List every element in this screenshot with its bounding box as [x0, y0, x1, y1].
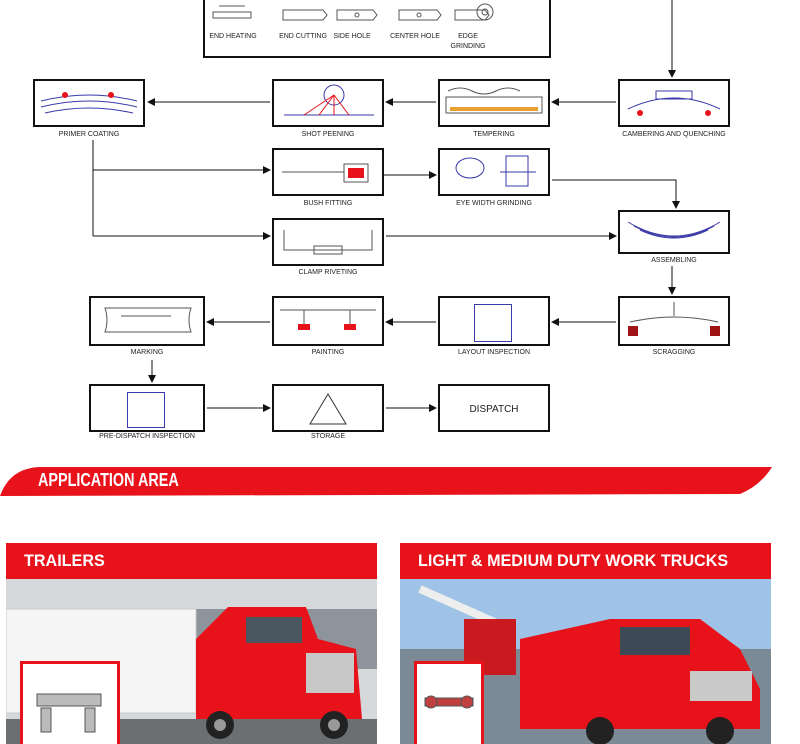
label-tempering: TEMPERING: [473, 131, 515, 138]
work-trucks-inset-photo: [414, 661, 484, 744]
step-center-hole: CENTER HOLE: [390, 33, 440, 40]
label-shot-peening: SHOT PEENING: [301, 131, 355, 138]
pre-dispatch-square: [127, 392, 165, 428]
clamp-riveting-box: [272, 218, 384, 266]
layout-inspection-box: [438, 296, 550, 346]
assembling-sketch: [627, 221, 721, 239]
work-trucks-card-title: LIGHT & MEDIUM DUTY WORK TRUCKS: [418, 551, 729, 570]
primer-coating-box: [33, 79, 145, 127]
step-side-hole: SIDE HOLE: [333, 33, 371, 40]
label-cambering: CAMBERING AND QUENCHING: [622, 131, 726, 138]
work-trucks-card[interactable]: LIGHT & MEDIUM DUTY WORK TRUCKS: [400, 543, 771, 744]
tempering-box: [438, 79, 550, 127]
label-marking: MARKING: [130, 349, 164, 356]
top-steps-box: END HEATING END CUTTING SIDE HOLE CENTER…: [203, 0, 551, 58]
suspension-part-thumbnail: [36, 693, 102, 733]
label-storage: STORAGE: [310, 433, 346, 440]
cambering-box: [618, 79, 730, 127]
label-painting: PAINTING: [311, 349, 345, 356]
label-layout-inspection: LAYOUT INSPECTION: [457, 349, 531, 356]
top-steps-sketches: [212, 3, 494, 21]
storage-box: [272, 384, 384, 432]
marking-sketch: [104, 307, 192, 333]
trailers-card-header: [6, 543, 377, 579]
assembling-box: [618, 210, 730, 254]
tempering-sketch: [445, 87, 543, 114]
step-end-heating: END HEATING: [209, 33, 257, 40]
work-trucks-card-header: [400, 543, 771, 579]
marking-box: [89, 296, 205, 346]
application-area-banner: [0, 467, 772, 496]
layout-inspection-square: [474, 304, 512, 342]
eye-width-grinding-sketch: [455, 155, 536, 187]
label-scragging: SCRAGGING: [652, 349, 696, 356]
axle-part-thumbnail: [424, 695, 474, 709]
clamp-riveting-sketch: [283, 230, 373, 255]
pre-dispatch-box: [89, 384, 205, 432]
painting-box: [272, 296, 384, 346]
scragging-box: [618, 296, 730, 346]
dispatch-box: DISPATCH: [438, 384, 550, 432]
cambering-sketch: [627, 90, 721, 116]
bush-fitting-box: [272, 148, 384, 196]
painting-sketch: [280, 309, 376, 330]
shot-peening-box: [272, 79, 384, 127]
trailers-card[interactable]: TRAILERS: [6, 543, 377, 744]
flow-connectors: [92, 0, 680, 412]
application-area-title: APPLICATION AREA: [38, 470, 179, 490]
label-dispatch: DISPATCH: [469, 404, 519, 415]
scragging-sketch: [628, 302, 720, 336]
shot-peening-sketch: [284, 84, 374, 116]
trailers-card-title: TRAILERS: [24, 551, 105, 570]
label-pre-dispatch: PRE-DISPATCH INSPECTION: [99, 433, 195, 440]
label-eye-width-grinding: EYE WIDTH GRINDING: [456, 200, 532, 207]
bush-fitting-sketch: [282, 163, 369, 183]
eye-width-grinding-box: [438, 148, 550, 196]
storage-triangle-icon: [309, 393, 347, 425]
label-primer-coating: PRIMER COATING: [58, 131, 120, 138]
step-edge-grinding: EDGE GRINDING: [450, 33, 486, 50]
step-end-cutting: END CUTTING: [279, 33, 327, 40]
primer-coating-sketch: [40, 92, 138, 114]
label-clamp-riveting: CLAMP RIVETING: [298, 269, 358, 276]
trailers-inset-photo: [20, 661, 120, 744]
label-bush-fitting: BUSH FITTING: [303, 200, 353, 207]
label-assembling: ASSEMBLING: [651, 257, 697, 264]
